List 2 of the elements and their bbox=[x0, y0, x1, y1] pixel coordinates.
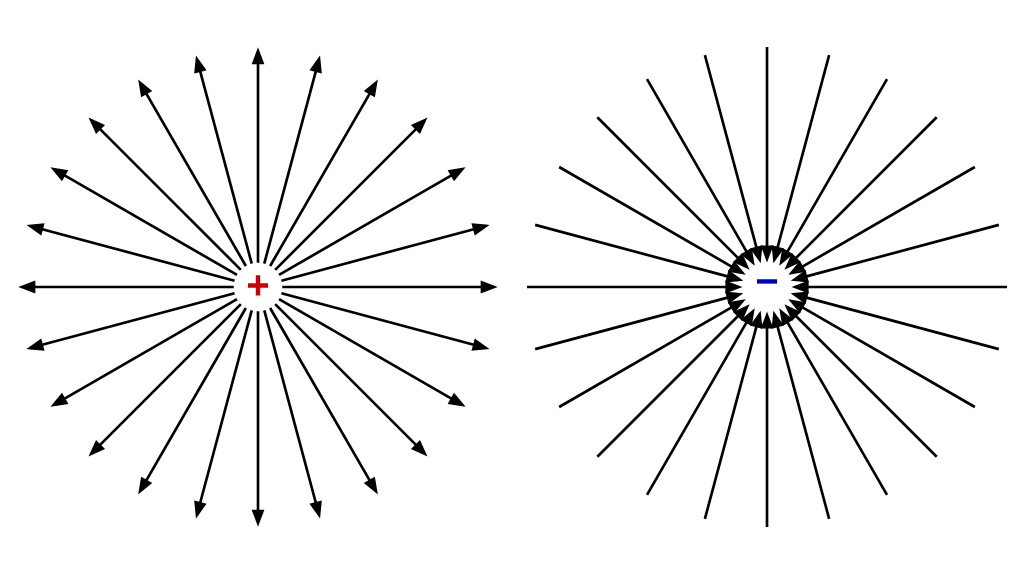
charge-symbol: + bbox=[248, 275, 269, 296]
charge-symbol: − bbox=[757, 279, 778, 284]
